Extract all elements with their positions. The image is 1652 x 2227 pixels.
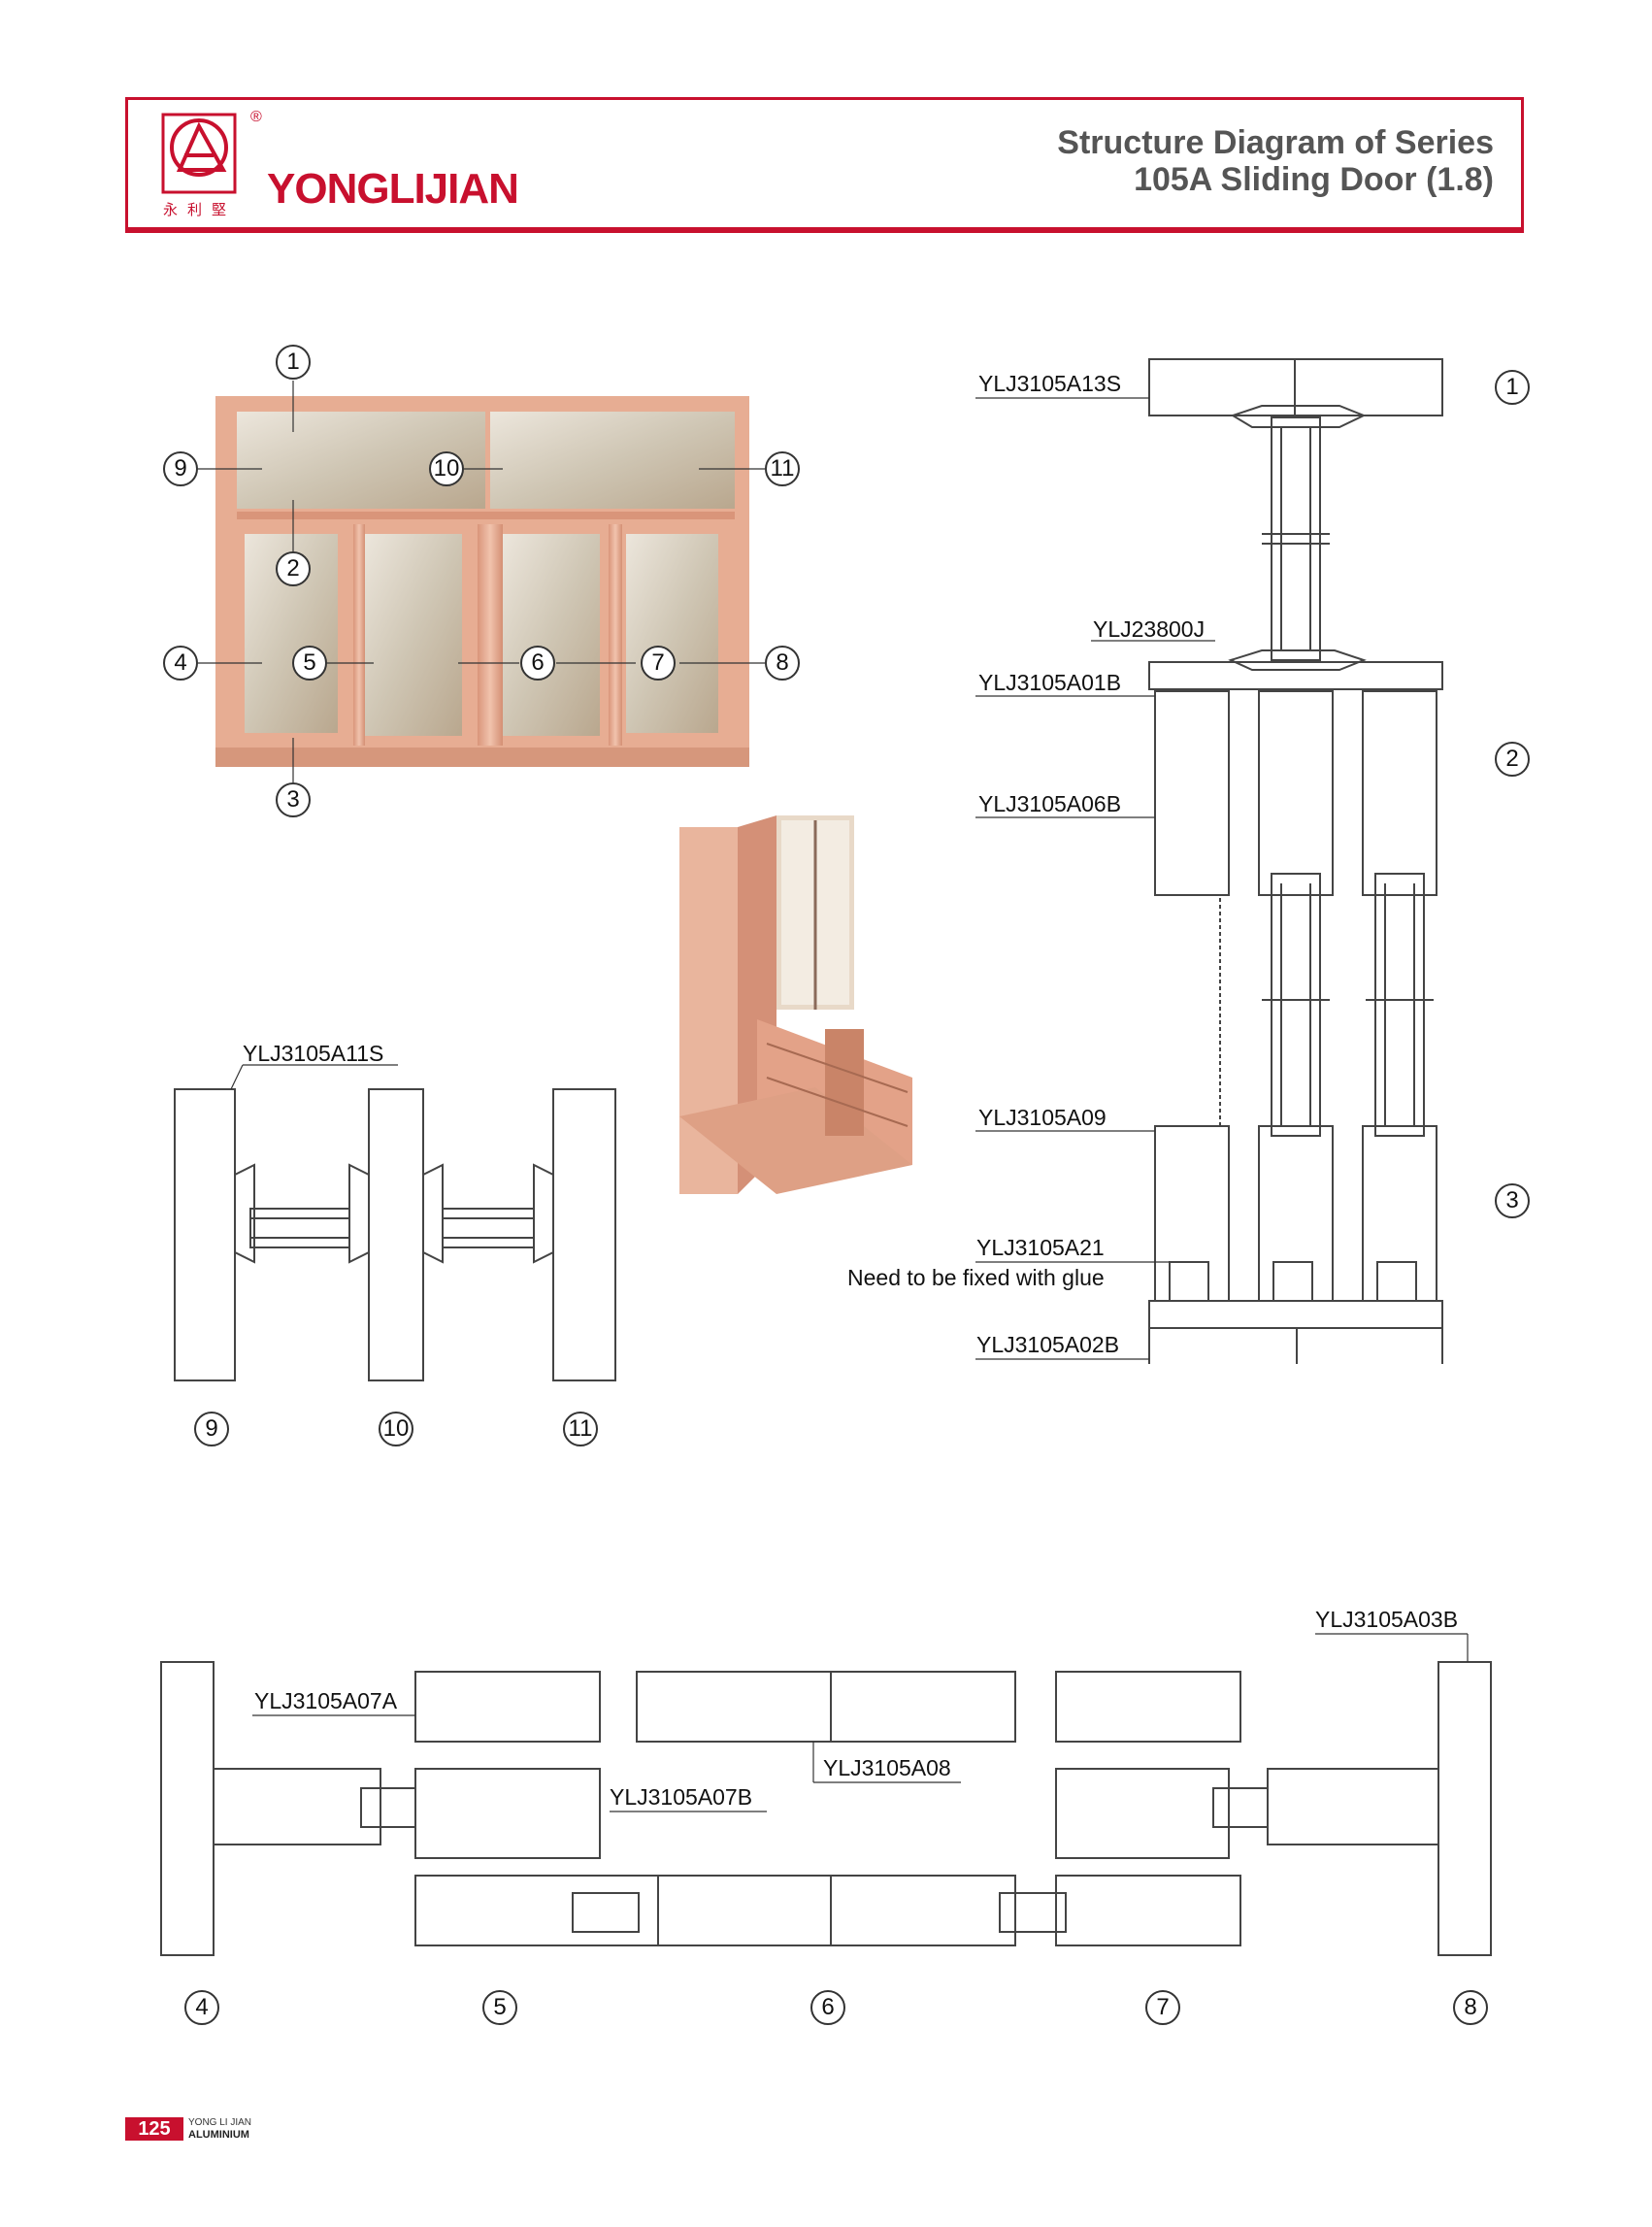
label-ylj3105a08: YLJ3105A08 (823, 1755, 951, 1780)
brand-name: YONGLIJIAN (267, 165, 519, 213)
page-title-line1: Structure Diagram of Series (1057, 124, 1494, 161)
elevation-marker-1: 1 (276, 345, 311, 380)
elevation-marker-8: 8 (765, 646, 800, 681)
glass-panel-4 (626, 534, 718, 733)
elevation-marker-2: 2 (276, 551, 311, 586)
glass-panel-3 (503, 534, 600, 736)
elevation-marker-5: 5 (292, 646, 327, 681)
elevation-marker-3: 3 (276, 782, 311, 817)
glass-panel-2 (365, 534, 462, 736)
vertical-marker-1: 1 (1495, 370, 1530, 405)
horizontal-marker-4: 4 (184, 1990, 219, 2025)
label-ylj3105a01b: YLJ3105A01B (978, 670, 1122, 695)
registered-mark: ® (250, 109, 262, 125)
horizontal-marker-6: 6 (810, 1990, 845, 2025)
header-banner (125, 97, 1524, 233)
footer-brand-line1: YONG LI JIAN (188, 2117, 252, 2128)
transom-marker-9: 9 (194, 1412, 229, 1446)
label-ylj3105a03b: YLJ3105A03B (1315, 1607, 1459, 1632)
elevation-marker-7: 7 (641, 646, 676, 681)
label-ylj3105a07b: YLJ3105A07B (610, 1784, 753, 1810)
label-ylj3105a21: YLJ3105A21 (976, 1235, 1105, 1260)
brand-name-chinese: 永利堅 (163, 202, 237, 218)
label-glue-note: Need to be fixed with glue (847, 1265, 1105, 1290)
elevation-marker-9: 9 (163, 451, 198, 486)
elevation-marker-11: 11 (765, 451, 800, 486)
footer-brand-line2: ALUMINIUM (188, 2129, 249, 2141)
elevation-marker-10: 10 (429, 451, 464, 486)
label-ylj3105a13s: YLJ3105A13S (978, 371, 1122, 396)
horizontal-marker-5: 5 (482, 1990, 517, 2025)
elevation-marker-6: 6 (520, 646, 555, 681)
transom-glass-right (490, 412, 735, 509)
transom-marker-11: 11 (563, 1412, 598, 1446)
label-ylj3105a02b: YLJ3105A02B (976, 1332, 1120, 1357)
page-number: 125 (125, 2117, 183, 2141)
label-ylj3105a09: YLJ3105A09 (978, 1105, 1107, 1130)
vertical-marker-3: 3 (1495, 1183, 1530, 1218)
horizontal-marker-8: 8 (1453, 1990, 1488, 2025)
horizontal-marker-7: 7 (1145, 1990, 1180, 2025)
label-ylj3105a06b: YLJ3105A06B (978, 791, 1122, 816)
elevation-marker-4: 4 (163, 646, 198, 681)
label-ylj23800j: YLJ23800J (1093, 616, 1206, 642)
label-ylj3105a07a: YLJ3105A07A (254, 1688, 398, 1713)
vertical-marker-2: 2 (1495, 742, 1530, 777)
transom-marker-10: 10 (379, 1412, 413, 1446)
label-ylj3105a11s: YLJ3105A11S (243, 1041, 384, 1066)
page-title-line2: 105A Sliding Door (1.8) (1134, 161, 1494, 198)
